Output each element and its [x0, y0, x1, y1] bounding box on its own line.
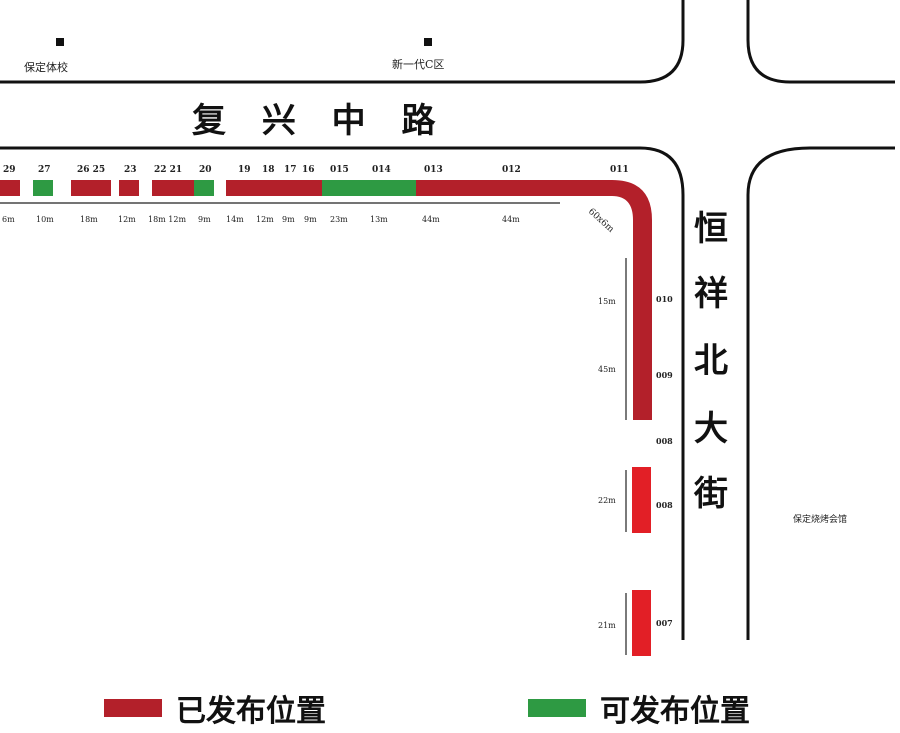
pos-id: 007 — [656, 618, 673, 628]
vertical-road-char: 祥 — [694, 274, 728, 314]
pos-id: 17 — [284, 165, 297, 175]
dimension-lines — [0, 202, 627, 655]
pos-length: 22m — [598, 496, 616, 505]
pos-id: 23 — [124, 165, 137, 175]
billboard-23[interactable] — [119, 180, 139, 196]
billboard-29[interactable] — [0, 180, 20, 196]
pos-id: 009 — [656, 370, 673, 380]
legend-available-swatch — [528, 699, 586, 717]
pos-id: 22 21 — [154, 165, 182, 175]
landmark-left-label: 保定体校 — [24, 60, 68, 74]
pos-length: 18m 12m — [148, 215, 186, 224]
vertical-road-char: 恒 — [694, 209, 728, 249]
right-position-labels: 15m 010 45m 009 008 22m 008 21m 007 — [598, 294, 673, 630]
road-edge-south-west — [0, 146, 685, 640]
pos-id: 011 — [610, 165, 629, 175]
legend-published-label: 已发布位置 — [176, 694, 326, 729]
pos-id: 16 — [302, 165, 315, 175]
pos-length: 23m — [330, 215, 348, 224]
pos-id: 27 — [38, 165, 51, 175]
top-position-ids: 29 27 26 25 23 22 21 20 19 18 17 16 015 … — [3, 165, 629, 175]
top-position-lengths: 6m 10m 18m 12m 18m 12m 9m 14m 12m 9m 9m … — [2, 207, 616, 235]
billboard-015-014[interactable] — [322, 180, 416, 196]
legend-published-swatch — [104, 699, 162, 717]
vertical-road-char: 北 — [694, 341, 728, 381]
pos-id: 010 — [656, 294, 673, 304]
pos-length: 9m — [304, 215, 317, 224]
pos-length: 18m — [80, 215, 98, 224]
billboard-19-16[interactable] — [226, 180, 322, 196]
pos-length: 14m — [226, 215, 244, 224]
billboard-20[interactable] — [194, 180, 214, 196]
pos-id: 008 — [656, 436, 673, 446]
pos-id: 015 — [330, 165, 349, 175]
landmark-marker-left — [56, 38, 64, 46]
vertical-road-name: 恒 祥 北 大 街 — [693, 209, 728, 514]
landmark-right-label: 保定烧烤会馆 — [793, 513, 847, 525]
pos-id: 26 25 — [77, 165, 105, 175]
road-edge-top-right — [746, 0, 895, 84]
billboard-008[interactable] — [632, 467, 651, 533]
landmark-marker-center — [424, 38, 432, 46]
pos-id: 29 — [3, 165, 16, 175]
legend-published: 已发布位置 — [104, 686, 326, 730]
billboard-26-25[interactable] — [71, 180, 111, 196]
pos-length: 45m — [598, 365, 616, 374]
vertical-road-char: 大 — [694, 409, 728, 449]
road-outlines — [0, 0, 895, 640]
pos-id: 20 — [199, 165, 212, 175]
pos-length-corner: 60x6m — [586, 207, 616, 235]
landmark-center-label: 新一代C区 — [392, 57, 444, 71]
pos-length: 9m — [282, 215, 295, 224]
billboard-007[interactable] — [632, 590, 651, 656]
legend-available-label: 可发布位置 — [600, 694, 750, 729]
pos-id: 008 — [656, 500, 673, 510]
billboard-011-010-009[interactable] — [612, 180, 652, 420]
pos-length: 12m — [256, 215, 274, 224]
pos-length: 21m — [598, 621, 616, 630]
pos-length: 10m — [36, 215, 54, 224]
billboard-22-21[interactable] — [152, 180, 194, 196]
billboard-013-012[interactable] — [416, 180, 612, 196]
pos-id: 014 — [372, 165, 391, 175]
pos-length: 13m — [370, 215, 388, 224]
landmarks: 保定体校 新一代C区 保定烧烤会馆 — [24, 38, 847, 525]
legend-available: 可发布位置 — [528, 686, 750, 730]
road-edge-south-east — [746, 146, 895, 640]
pos-length: 12m — [118, 215, 136, 224]
pos-length: 9m — [198, 215, 211, 224]
top-billboards — [0, 180, 652, 656]
road-edge-top-north — [0, 0, 685, 84]
vertical-road-char: 街 — [693, 474, 728, 514]
billboard-27[interactable] — [33, 180, 53, 196]
pos-id: 19 — [238, 165, 251, 175]
horizontal-road-name: 复 兴 中 路 — [192, 101, 448, 141]
pos-id: 013 — [424, 165, 443, 175]
pos-length: 44m — [422, 215, 440, 224]
pos-length: 44m — [502, 215, 520, 224]
pos-id: 18 — [262, 165, 275, 175]
pos-length: 15m — [598, 297, 616, 306]
pos-length: 6m — [2, 215, 15, 224]
pos-id: 012 — [502, 165, 521, 175]
